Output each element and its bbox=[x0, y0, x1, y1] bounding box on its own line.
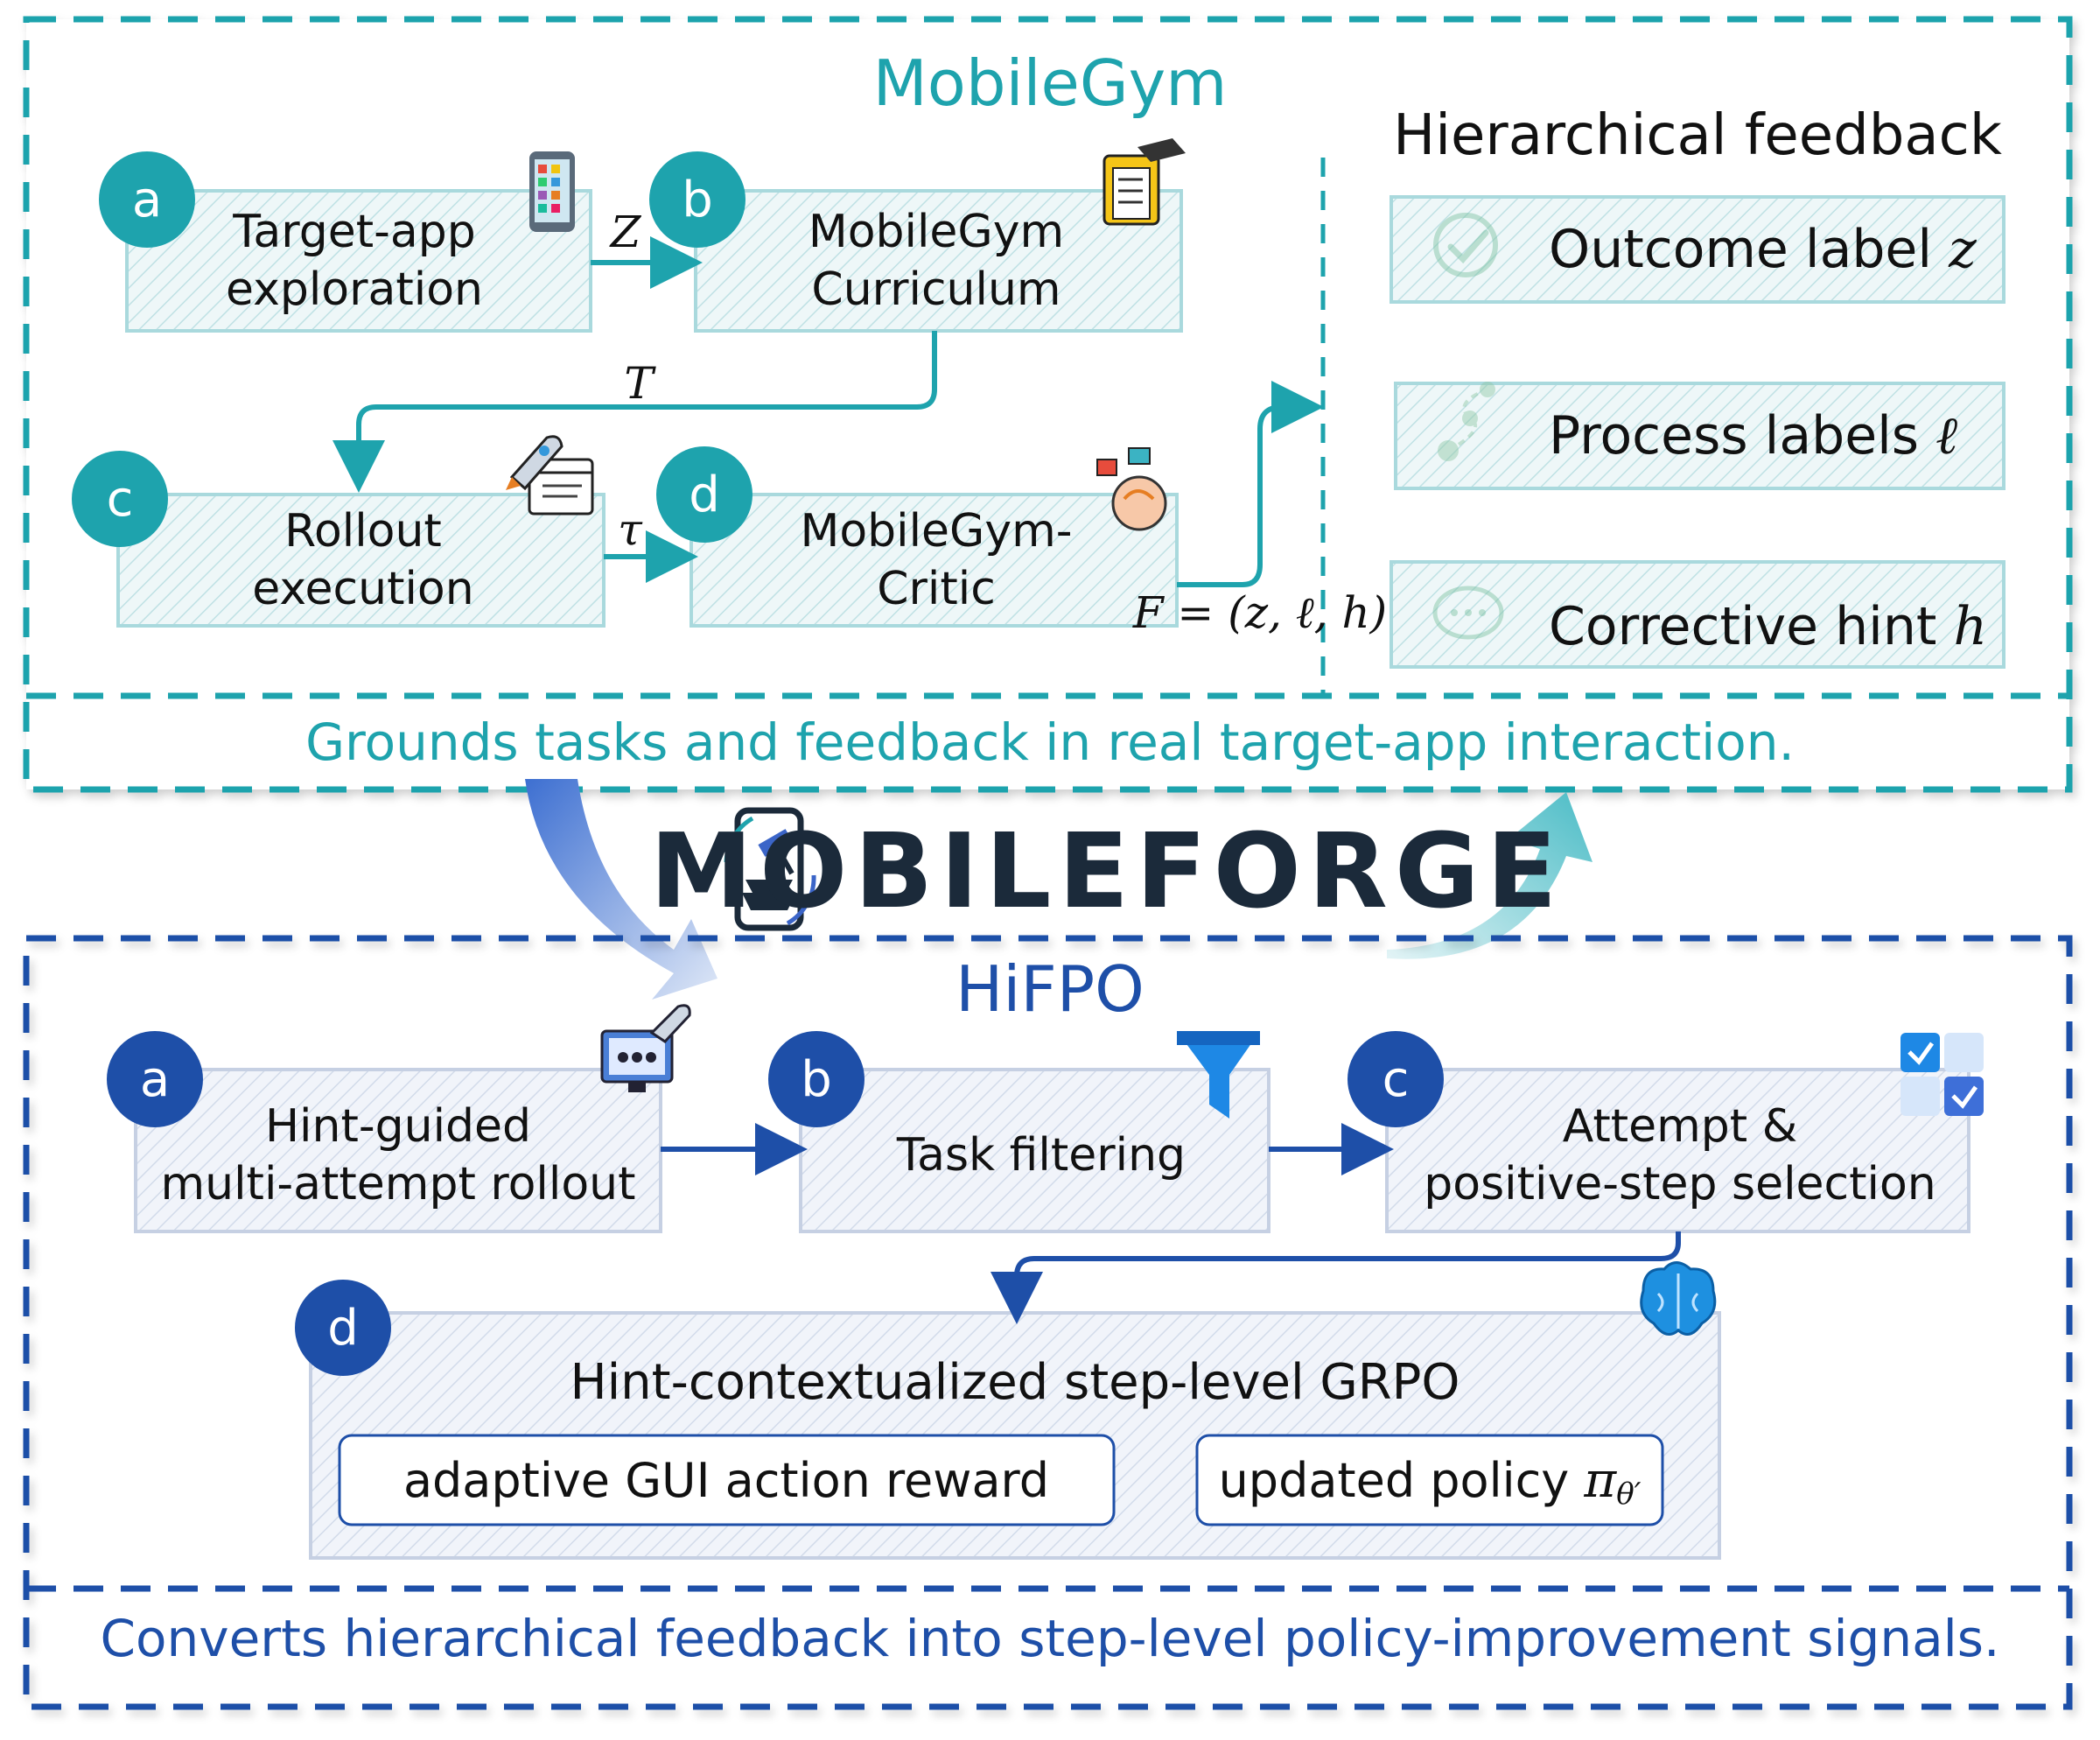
phone-apps-icon bbox=[529, 151, 575, 232]
feedback-box-outcome bbox=[1390, 195, 2006, 304]
chat-bubble-icon bbox=[1432, 586, 1504, 640]
rollout-monitor-icon bbox=[600, 1004, 691, 1092]
hifpo-title: HiFPO bbox=[956, 952, 1144, 1026]
feedback-process-label: Process labels bbox=[1549, 405, 1920, 467]
badge-top-a-letter: a bbox=[131, 171, 163, 228]
pill-policy-label: updated policy bbox=[1218, 1452, 1570, 1508]
edge-label-feedback-tuple: F = (z, ℓ, h) bbox=[1132, 587, 1388, 638]
arrow-down-to-hifpo bbox=[525, 779, 718, 1000]
checkbox-selection-icon bbox=[1900, 1033, 1984, 1116]
pill-policy-symbol: π bbox=[1584, 1451, 1617, 1509]
feedback-hint-symbol: h bbox=[1953, 596, 1988, 657]
feedback-hint: Corrective hint h bbox=[1549, 592, 2004, 662]
pill-box-reward bbox=[338, 1434, 1116, 1526]
badge-top-a bbox=[99, 151, 195, 248]
process-nodes-icon bbox=[1438, 382, 1495, 461]
phone-anvil-icon bbox=[724, 807, 816, 931]
rocket-browser-icon bbox=[506, 435, 594, 516]
badge-bottom-d-letter: d bbox=[327, 1299, 359, 1357]
hifpo-caption: Converts hierarchical feedback into step… bbox=[100, 1609, 2000, 1668]
node-label-top-b: MobileGym Curriculum bbox=[808, 206, 1065, 316]
feedback-hint-label: Corrective hint bbox=[1549, 596, 1937, 657]
node-box-bottom-b bbox=[799, 1068, 1270, 1233]
mobilegym-caption: Grounds tasks and feedback in real targe… bbox=[305, 712, 1795, 772]
feedback-outcome-symbol: z bbox=[1949, 219, 1977, 280]
badge-bottom-b-letter: b bbox=[801, 1050, 832, 1108]
brain-policy-icon bbox=[1640, 1261, 1717, 1336]
feedback-process-symbol: ℓ bbox=[1936, 405, 1958, 467]
feedback-outcome: Outcome label z bbox=[1549, 214, 1986, 284]
badge-bottom-a-letter: a bbox=[139, 1050, 171, 1108]
badge-top-c bbox=[72, 451, 168, 547]
mobilegym-title: MobileGym bbox=[872, 46, 1228, 120]
node-box-top-b bbox=[694, 189, 1183, 333]
pill-reward-label: adaptive GUI action reward bbox=[402, 1452, 1050, 1508]
node-box-bottom-a bbox=[134, 1068, 662, 1233]
feedback-title: Hierarchical feedback bbox=[1393, 103, 2002, 168]
feedback-box-process bbox=[1394, 382, 2006, 490]
node-box-bottom-c bbox=[1385, 1068, 1970, 1233]
pill-policy-subscript: θ′ bbox=[1616, 1477, 1642, 1512]
edge-label-tau: τ bbox=[618, 504, 642, 555]
brain-critic-icon bbox=[1096, 447, 1167, 531]
node-label-bottom-d: Hint-contextualized step-level GRPO bbox=[570, 1354, 1460, 1411]
node-label-bottom-c: Attempt & positive-step selection bbox=[1424, 1100, 1936, 1210]
node-label-top-c: Rollout execution bbox=[252, 505, 474, 615]
edge-top-d-out bbox=[1177, 381, 1324, 587]
badge-top-b-letter: b bbox=[682, 171, 713, 228]
feedback-box-hint bbox=[1390, 560, 2006, 669]
funnel-icon bbox=[1177, 1031, 1260, 1119]
badge-top-c-letter: c bbox=[106, 470, 134, 528]
check-circle-icon bbox=[1433, 213, 1498, 277]
edge-bottom-c-d bbox=[990, 1231, 1681, 1324]
node-label-top-d: MobileGym- Critic bbox=[800, 505, 1073, 615]
arrow-up-to-mobilegym bbox=[1387, 792, 1592, 959]
node-label-bottom-a: Hint-guided multi-attempt rollout bbox=[160, 1100, 636, 1210]
edge-label-t-upper: T bbox=[624, 358, 654, 409]
badge-bottom-d bbox=[295, 1280, 391, 1376]
feedback-outcome-label: Outcome label bbox=[1549, 219, 1933, 280]
node-box-top-a bbox=[125, 189, 592, 333]
pill-box-policy bbox=[1195, 1434, 1664, 1526]
node-label-top-a: Target-app exploration bbox=[226, 206, 483, 316]
feedback-process: Process labels ℓ bbox=[1549, 401, 1986, 471]
hifpo-panel bbox=[23, 935, 2073, 1710]
mobileforge-logo-text: MOBILEFORGE bbox=[649, 810, 1564, 931]
badge-top-d bbox=[656, 446, 752, 543]
badge-top-b bbox=[649, 151, 746, 248]
edge-top-b-c bbox=[332, 331, 937, 493]
badge-bottom-b bbox=[768, 1031, 864, 1127]
edge-label-z: Z bbox=[610, 207, 641, 257]
curriculum-clipboard-icon bbox=[1102, 138, 1186, 226]
badge-bottom-c-letter: c bbox=[1382, 1050, 1410, 1108]
node-label-bottom-b: Task filtering bbox=[896, 1129, 1186, 1182]
badge-bottom-c bbox=[1348, 1031, 1444, 1127]
node-box-top-c bbox=[116, 493, 606, 628]
badge-bottom-a bbox=[107, 1031, 203, 1127]
badge-top-d-letter: d bbox=[689, 466, 720, 523]
